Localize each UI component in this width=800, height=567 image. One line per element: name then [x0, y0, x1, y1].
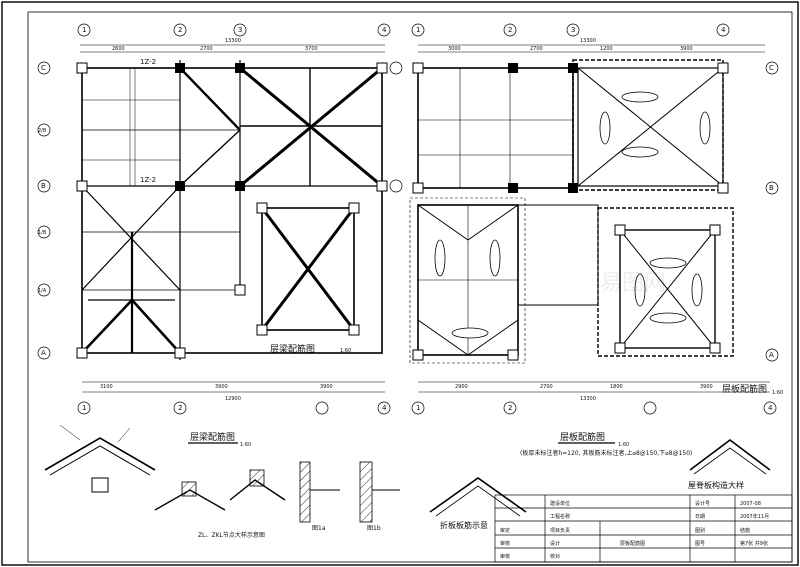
- axis-right-2-top: 2: [508, 26, 512, 34]
- dim-bottom-right-4: 3900: [700, 384, 713, 390]
- dim-bottom-left-2: 3900: [215, 384, 228, 390]
- axis-left-1-bottom: 1: [82, 404, 86, 412]
- axis-right-3-top: 3: [571, 26, 575, 34]
- tb-r2-c1: 工程名称: [550, 513, 570, 520]
- axis-right-A: A: [769, 351, 774, 359]
- axis-right-C: C: [769, 64, 774, 72]
- detail-1b: [359, 461, 400, 523]
- left-axis-bubbles: [37, 23, 403, 415]
- detail-roof-caption: 屋脊板构造大样: [688, 480, 744, 490]
- left-beam-plan: [80, 44, 385, 360]
- right-slab-plan: [409, 44, 765, 364]
- detail-1b-label: 图1b: [367, 525, 381, 532]
- dim-top-left-1: 2600: [112, 46, 125, 52]
- axis-left-2-bottom: 2: [178, 404, 182, 412]
- axis-left-A: A: [41, 349, 46, 357]
- right-plan-caption: 层板配筋图: [560, 431, 605, 443]
- tb-r3-c2: 项目负责: [550, 527, 570, 534]
- tb-r1-c3: 设计号: [695, 500, 710, 507]
- dim-bottom-right-3: 1800: [610, 384, 623, 390]
- axis-right-B: B: [769, 184, 774, 192]
- dim-top-left-total: 13300: [225, 38, 241, 44]
- detail-zl-caption: ZL、ZKL节点大样示意图: [198, 531, 265, 539]
- slab-rebar-ellipses: [434, 91, 711, 339]
- axis-right-4-bottom: 4: [768, 404, 773, 412]
- tb-r5-c1: 审核: [500, 553, 510, 560]
- right-plan-scale: 1:60: [618, 442, 629, 448]
- axis-left-2B: 2/B: [38, 128, 47, 134]
- right-plan-columns: [412, 62, 729, 361]
- tb-r4-c3: 层板配筋图: [620, 540, 645, 547]
- tb-r4-c4: 图号: [695, 541, 705, 547]
- axis-left-2-top: 2: [178, 26, 182, 34]
- axis-left-1B: 1/B: [38, 230, 47, 236]
- tb-r3-c1: 审定: [500, 527, 510, 534]
- right-axis-bubbles: [411, 23, 779, 415]
- detail-zl-node: [154, 469, 286, 511]
- detail-roof-ridge-left: [44, 424, 156, 493]
- axis-right-4-top: 4: [721, 26, 726, 34]
- right-subplan-caption: 层板配筋图: [722, 383, 767, 395]
- tb-r5-c2: 校对: [550, 553, 560, 560]
- dim-top-left-3: 3700: [305, 46, 318, 52]
- detail-1a-label: 图1a: [312, 525, 326, 532]
- tb-r4-c2: 设计: [550, 540, 560, 547]
- axis-right-1-top: 1: [416, 26, 420, 34]
- tb-r4-c1: 审核: [500, 540, 510, 547]
- dim-top-right-3: 1200: [600, 46, 613, 52]
- tb-r2-c3: 日期: [695, 514, 705, 520]
- sheet-inner-border: [27, 11, 793, 563]
- watermark: 易图网: [600, 271, 666, 296]
- dim-bottom-right-1: 2900: [455, 384, 468, 390]
- axis-left-4-bottom: 4: [382, 404, 387, 412]
- detail-1a: [299, 461, 340, 523]
- tb-r1-c4: 2007-08: [740, 501, 761, 507]
- axis-left-C: C: [41, 64, 46, 72]
- tb-r3-c4: 图别: [695, 527, 705, 534]
- tb-r1-c1: 建设单位: [550, 500, 570, 507]
- left-plan-columns: [76, 62, 388, 359]
- dim-bottom-right-2: 2700: [540, 384, 553, 390]
- left-subplan-square: [256, 202, 360, 336]
- left-subplan-scale: 1:60: [340, 348, 351, 354]
- title-block: [494, 494, 793, 563]
- tb-r2-c4: 2007年11月: [740, 513, 769, 520]
- dim-top-right-1: 3000: [448, 46, 461, 52]
- axis-left-1A: 1/A: [38, 288, 47, 294]
- tb-r3-c5: 结施: [740, 527, 750, 534]
- detail-fold-slab: [429, 477, 527, 517]
- beam-label-2: 1Z-2: [140, 176, 156, 184]
- dim-bottom-left-total: 12900: [225, 396, 241, 402]
- axis-left-3-top: 3: [238, 26, 242, 34]
- right-subplan-scale: 1:60: [772, 390, 783, 396]
- dim-top-right-4: 3900: [680, 46, 693, 52]
- dim-bottom-left-1: 3100: [100, 384, 113, 390]
- dim-top-right-2: 2700: [530, 46, 543, 52]
- tb-r4-c5: 第7张 共9张: [740, 540, 768, 547]
- axis-right-1-bottom: 1: [416, 404, 420, 412]
- axis-right-2-bottom: 2: [508, 404, 512, 412]
- dim-bottom-left-3: 3900: [320, 384, 333, 390]
- axis-left-B: B: [41, 182, 46, 190]
- left-subplan-caption: 层梁配筋图: [270, 343, 315, 355]
- left-plan-scale: 1:60: [240, 442, 251, 448]
- dim-bottom-right-total: 13300: [580, 396, 596, 402]
- detail-roof-ridge-right: [689, 439, 771, 475]
- left-plan-caption: 层梁配筋图: [190, 431, 235, 443]
- right-plan-note: (板厚未标注者h=120, 其板筋未标注者,上⌀8@150,下⌀8@150): [520, 449, 692, 457]
- detail-fold-caption: 折板板筋示意: [440, 520, 488, 530]
- beam-label-1: 1Z-2: [140, 58, 156, 66]
- dim-top-right-total: 13300: [580, 38, 596, 44]
- axis-left-1-top: 1: [82, 26, 86, 34]
- dim-top-left-2: 2700: [200, 46, 213, 52]
- axis-left-4-top: 4: [382, 26, 387, 34]
